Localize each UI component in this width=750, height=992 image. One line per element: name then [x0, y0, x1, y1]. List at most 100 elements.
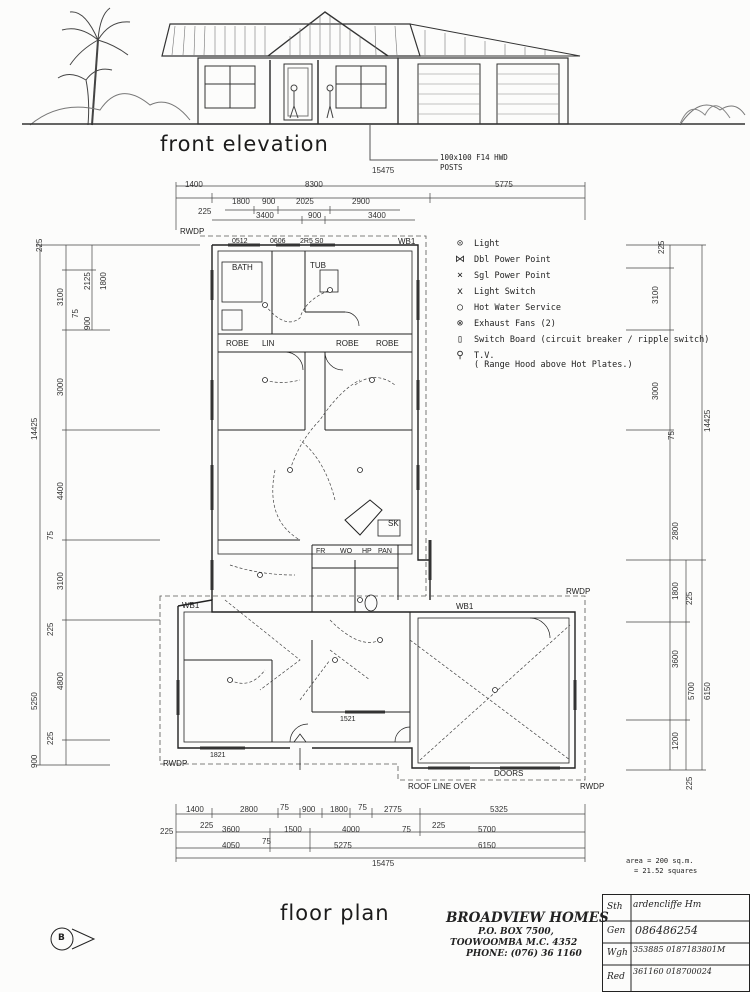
top-dim: 3400 [368, 211, 386, 220]
posts-note-line2: POSTS [440, 163, 463, 172]
legend-note: ( Range Hood above Hot Plates.) [474, 360, 633, 370]
room-wo: WO [340, 548, 353, 555]
room-robe: ROBE [336, 339, 359, 348]
bottom-dim: 225 [160, 827, 174, 836]
bottom-dim: 75 [280, 803, 289, 812]
right-dim: 5700 [687, 682, 696, 700]
bottom-dim: 5275 [334, 841, 352, 850]
palm-tree-icon [57, 7, 131, 126]
right-dim: 3600 [671, 650, 680, 668]
legend-item: ⋈Dbl Power Point [452, 254, 551, 265]
window-code: 2R5 S0 [300, 238, 324, 245]
notes-grid [603, 895, 749, 991]
room-bath: BATH [232, 263, 253, 272]
company-city: TOOWOOMBA M.C. 4352 [450, 938, 578, 948]
left-dim: 4800 [56, 672, 65, 690]
window-code: 1821 [210, 752, 226, 759]
left-dim: 3000 [56, 378, 65, 396]
top-dim: 225 [198, 207, 212, 216]
light-fixtures [227, 287, 498, 693]
garage-doors-label: DOORS [494, 769, 524, 778]
room-sk: SK [388, 519, 399, 528]
top-dim-total: 15475 [372, 166, 395, 175]
right-dim: 3000 [651, 382, 660, 400]
switch-board-icon: ▯ [456, 334, 464, 345]
rwdp-marker: RWDP [580, 782, 605, 791]
north-marker: B [48, 924, 96, 954]
right-dim: 2800 [671, 522, 680, 540]
top-dim: 5775 [495, 180, 513, 189]
top-dim: 2900 [352, 197, 370, 206]
rwdp-marker: RWDP [566, 587, 591, 596]
left-dim: 2125 [83, 272, 92, 290]
bottom-dim: 4000 [342, 825, 360, 834]
bottom-dim: 2800 [240, 805, 258, 814]
left-dim: 900 [83, 316, 92, 330]
person-figure-icon [289, 84, 334, 119]
right-dim: 75 [667, 431, 676, 440]
handwritten-value: 361160 018700024 [633, 967, 712, 976]
handwritten-notes: Sth ardencliffe Hm Gen 086486254 Wgh 353… [602, 894, 750, 992]
right-dim: 225 [685, 591, 694, 605]
sgl-power-point-icon: ⨯ [456, 270, 464, 281]
window-code: 0512 [232, 238, 248, 245]
left-dim: 14425 [30, 417, 39, 440]
top-dim: 1400 [185, 180, 203, 189]
front-elevation-drawing [22, 7, 746, 161]
bottom-dim: 1400 [186, 805, 204, 814]
legend-item: ⊙Light [452, 238, 500, 249]
bottom-dim: 225 [432, 821, 446, 830]
bottom-dim: 75 [358, 803, 367, 812]
room-fr: FR [316, 548, 326, 555]
tv-icon: ⚲ [456, 350, 464, 361]
light-icon: ⊙ [456, 238, 464, 249]
left-dim: 225 [46, 622, 55, 636]
bottom-dim-total: 15475 [372, 859, 395, 868]
dbl-power-point-icon: ⋈ [455, 254, 465, 265]
left-dim: 1800 [99, 272, 108, 290]
bottom-dim: 75 [262, 837, 271, 846]
right-dim: 225 [657, 240, 666, 254]
wb1-marker: WB1 [398, 237, 416, 246]
bottom-dim: 900 [302, 805, 316, 814]
company-name: BROADVIEW HOMES [446, 910, 609, 926]
bottom-dim: 2775 [384, 805, 402, 814]
handwritten-value: 353885 0187183801M [633, 945, 726, 954]
side-dimension-lines [36, 244, 706, 771]
right-dim: 225 [685, 776, 694, 790]
bottom-dim: 5700 [478, 825, 496, 834]
left-dim: 225 [35, 238, 44, 252]
company-phone: PHONE: (076) 36 1160 [466, 949, 582, 959]
posts-note-line1: 100x100 F14 HWD [440, 153, 508, 162]
handwritten-value: ardencliffe Hm [633, 900, 702, 910]
room-hp: HP [362, 548, 372, 555]
legend-item: ⨯Sgl Power Point [452, 270, 551, 281]
top-dim: 900 [308, 211, 322, 220]
top-dimension-lines [175, 182, 586, 230]
bottom-dim: 75 [402, 825, 411, 834]
left-dim: 225 [46, 731, 55, 745]
hot-water-service-icon: ○ [456, 302, 464, 313]
floor-plan-title: floor plan [280, 901, 390, 925]
floor-plan-walls [159, 235, 586, 781]
bottom-dimension-lines [175, 804, 586, 862]
bottom-dim: 1500 [284, 825, 302, 834]
legend-item: ▯Switch Board (circuit breaker / ripple … [452, 334, 709, 345]
left-dim: 3100 [56, 288, 65, 306]
right-dim: 1200 [671, 732, 680, 750]
rwdp-marker: RWDP [163, 759, 188, 768]
room-robe: ROBE [226, 339, 249, 348]
area-note-line2: = 21.52 squares [634, 867, 698, 875]
exhaust-fan-icon: ⊗ [456, 318, 464, 329]
wb1-marker: WB1 [182, 601, 200, 610]
wb1-marker: WB1 [456, 602, 474, 611]
company-po-box: P.O. BOX 7500, [478, 927, 554, 937]
right-dim: 3100 [651, 286, 660, 304]
bottom-dim: 6150 [478, 841, 496, 850]
bottom-dim: 225 [200, 821, 214, 830]
left-dim: 900 [30, 754, 39, 768]
bottom-dim: 3600 [222, 825, 240, 834]
legend-item: ○Hot Water Service [452, 302, 561, 313]
